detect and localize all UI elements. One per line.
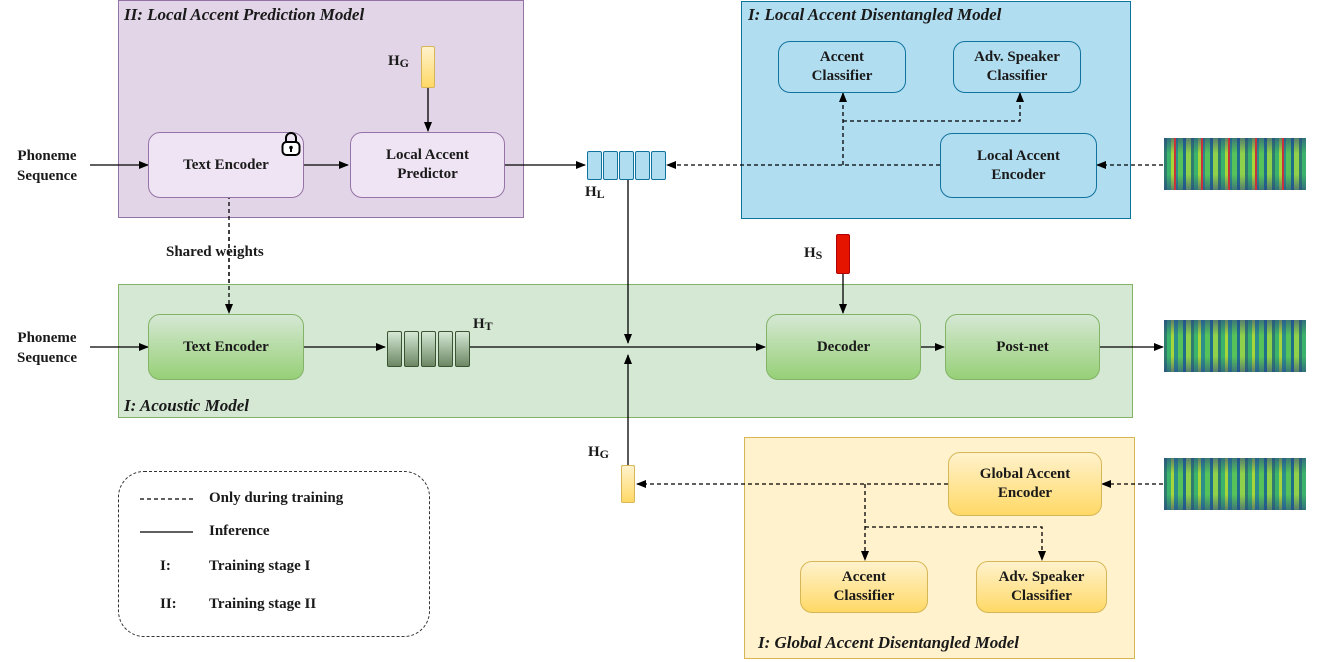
mel-spectrogram-output: [1164, 320, 1306, 372]
post-net-box: Post-net: [945, 314, 1100, 380]
local-accent-encoder-box: Local Accent Encoder: [940, 133, 1097, 198]
global-accent-disentangled-title: I: Global Accent Disentangled Model: [758, 633, 1019, 652]
ht-label: HT: [473, 316, 493, 333]
mel-spectrogram-input-bottom: [1164, 458, 1306, 510]
legend-dashed-label: Only during training: [209, 490, 344, 506]
text-encoding-embedding: [387, 331, 471, 367]
acoustic-model-title: I: Acoustic Model: [124, 396, 249, 415]
text-encoder-bottom-box: Text Encoder: [148, 314, 304, 380]
accent-classifier-top-box: Accent Classifier: [778, 41, 906, 93]
shared-weights-label: Shared weights: [166, 244, 264, 260]
global-embedding-top: [421, 46, 435, 88]
hl-cell: [603, 151, 618, 180]
local-accent-embedding: [587, 151, 667, 180]
legend-solid-label: Inference: [209, 523, 270, 539]
hl-label: HL: [585, 184, 605, 201]
mel-spectrogram-input-top: [1164, 138, 1306, 190]
ht-cell: [421, 331, 436, 367]
global-accent-encoder-box: Global Accent Encoder: [948, 452, 1102, 516]
speaker-embedding: [836, 234, 850, 274]
phoneme-sequence-bottom-label: Phoneme Sequence: [17, 330, 77, 367]
decoder-box: Decoder: [766, 314, 921, 380]
global-embedding-bottom: [621, 465, 635, 503]
hl-cell: [651, 151, 666, 180]
local-accent-predictor-box: Local Accent Predictor: [350, 132, 505, 198]
lock-icon: [280, 131, 302, 157]
hg-label-top: HG: [388, 53, 410, 70]
hs-label: HS: [804, 245, 823, 262]
ht-cell: [404, 331, 419, 367]
legend-stage2-label: Training stage II: [209, 596, 317, 612]
text-encoder-top-box: Text Encoder: [148, 132, 304, 198]
adv-speaker-classifier-top-box: Adv. Speaker Classifier: [953, 41, 1081, 93]
hl-cell: [587, 151, 602, 180]
phoneme-sequence-top-label: Phoneme Sequence: [17, 148, 77, 185]
hl-cell: [619, 151, 634, 180]
hg-label-bottom: HG: [588, 444, 610, 461]
legend: [118, 471, 430, 637]
legend-stage1-key: I:: [160, 558, 171, 574]
legend-stage1-label: Training stage I: [209, 558, 311, 574]
ht-cell: [387, 331, 402, 367]
legend-stage2-key: II:: [160, 596, 177, 612]
local-accent-prediction-title: II: Local Accent Prediction Model: [124, 5, 365, 24]
local-accent-disentangled-title: I: Local Accent Disentangled Model: [748, 5, 1002, 24]
adv-speaker-classifier-bottom-box: Adv. Speaker Classifier: [976, 561, 1107, 613]
accent-classifier-bottom-box: Accent Classifier: [800, 561, 928, 613]
ht-cell: [455, 331, 470, 367]
hl-cell: [635, 151, 650, 180]
ht-cell: [438, 331, 453, 367]
